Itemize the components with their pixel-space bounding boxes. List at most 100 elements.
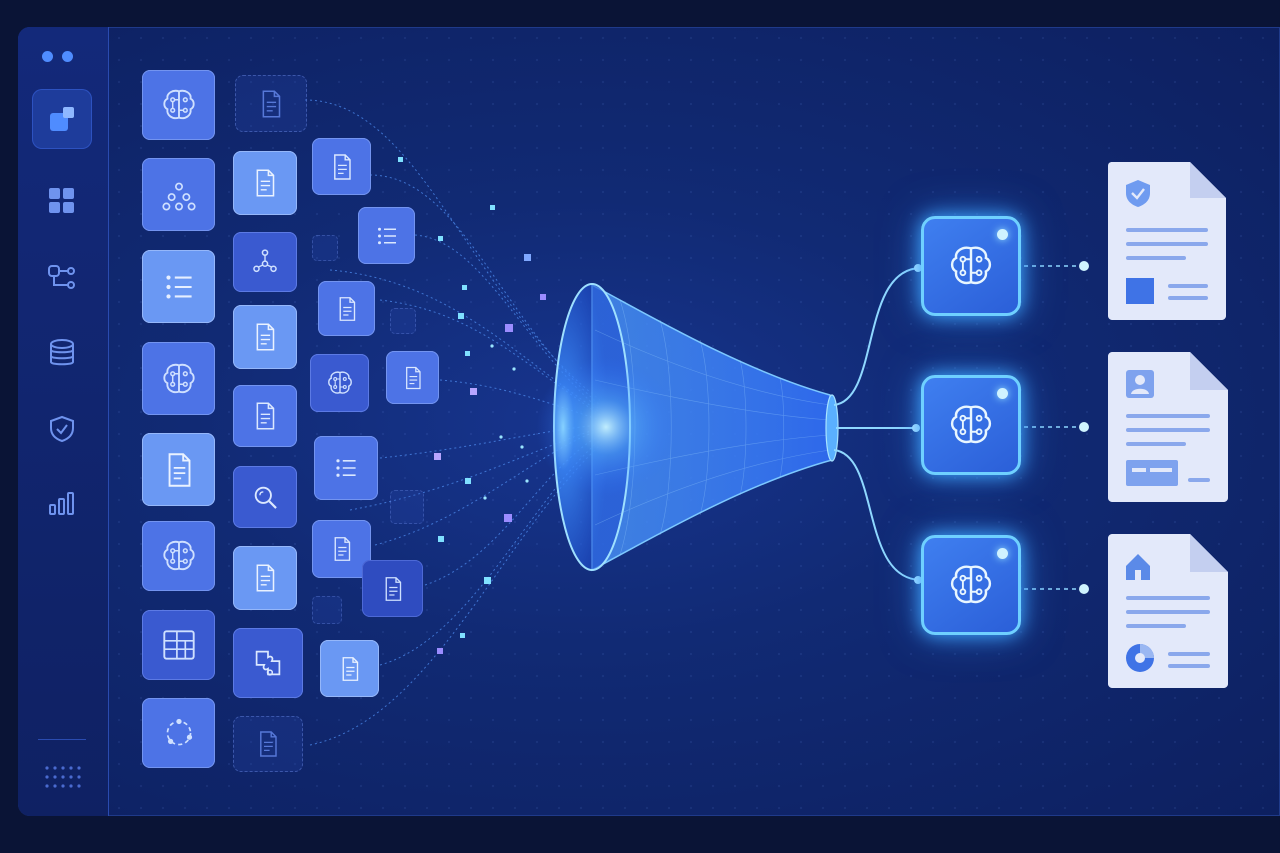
status-led	[997, 548, 1008, 559]
input-tile-cycle[interactable]	[142, 698, 215, 768]
input-tile-puzzle[interactable]	[233, 628, 303, 698]
document-icon	[248, 399, 282, 433]
document-icon	[248, 561, 282, 595]
input-tile-brain[interactable]	[142, 342, 215, 415]
molecule-icon	[248, 245, 282, 279]
list-icon	[372, 221, 402, 251]
window-dot-2[interactable]	[62, 51, 73, 62]
input-tile-brain[interactable]	[310, 354, 369, 412]
sidebar-item-dashboard[interactable]	[32, 171, 92, 231]
brain-icon	[158, 358, 200, 400]
model-connectors	[833, 267, 921, 581]
sidebar	[18, 27, 109, 816]
input-tile-document[interactable]	[318, 281, 375, 336]
document-icon	[248, 320, 282, 354]
search-icon	[248, 480, 282, 514]
output-dot	[1079, 261, 1089, 271]
data-packets	[398, 157, 546, 654]
input-tile-document[interactable]	[233, 546, 297, 610]
cube-stack-icon	[50, 107, 74, 131]
ai-model-node-2[interactable]	[921, 375, 1021, 475]
report-chart-block	[1126, 278, 1154, 304]
input-tile-document[interactable]	[362, 560, 423, 617]
secure-report-document[interactable]	[1108, 160, 1228, 320]
sidebar-item-database[interactable]	[32, 323, 92, 383]
document-icon	[326, 151, 358, 183]
puzzle-icon	[249, 644, 287, 682]
document-icon	[332, 294, 362, 324]
input-tile-doc-search[interactable]	[386, 351, 439, 404]
ai-model-node-3[interactable]	[921, 535, 1021, 635]
input-tile-document[interactable]	[233, 305, 297, 369]
output-dot	[1079, 422, 1089, 432]
output-dot	[1079, 584, 1089, 594]
molecule-icon	[158, 174, 200, 216]
brain-icon	[158, 84, 200, 126]
document-icon	[252, 728, 284, 760]
brain-circuit-icon	[944, 558, 998, 612]
input-tile-brain[interactable]	[142, 521, 215, 591]
dots-grid-icon[interactable]	[44, 765, 82, 789]
status-led	[997, 388, 1008, 399]
input-tile-document[interactable]	[142, 433, 215, 506]
sidebar-item-security[interactable]	[32, 399, 92, 459]
ai-model-node-1[interactable]	[921, 216, 1021, 316]
profile-document[interactable]	[1108, 352, 1228, 502]
sidebar-divider	[38, 739, 86, 740]
grid-icon	[49, 188, 74, 213]
input-tile-list[interactable]	[314, 436, 378, 500]
sidebar-item-cubes[interactable]	[32, 89, 92, 149]
document-icon	[378, 574, 408, 604]
input-tile-placeholder	[233, 716, 303, 772]
input-tile-placeholder	[312, 235, 338, 261]
funnel-icon	[536, 283, 839, 572]
input-tile-placeholder	[390, 308, 416, 334]
input-tile-molecule[interactable]	[142, 158, 215, 231]
input-tile-placeholder	[235, 75, 307, 132]
brain-icon	[324, 367, 356, 399]
input-tile-list[interactable]	[358, 207, 415, 264]
window-dot-1[interactable]	[42, 51, 53, 62]
input-tile-table[interactable]	[142, 610, 215, 680]
input-tile-doc-shield[interactable]	[312, 138, 371, 195]
shield-check-icon	[1126, 180, 1150, 207]
input-tile-molecule[interactable]	[233, 232, 297, 292]
brain-circuit-icon	[944, 239, 998, 293]
sidebar-item-analytics[interactable]	[32, 473, 92, 533]
shield-icon	[50, 415, 74, 443]
home-icon	[1126, 554, 1150, 580]
sidebar-item-workflow[interactable]	[32, 247, 92, 307]
property-report-document[interactable]	[1108, 534, 1228, 688]
document-icon	[335, 654, 365, 684]
document-icon	[158, 449, 200, 491]
brain-circuit-icon	[944, 398, 998, 452]
connector-dot	[912, 424, 920, 432]
list-icon	[330, 452, 362, 484]
document-icon	[327, 534, 357, 564]
status-led	[997, 229, 1008, 240]
document-icon	[399, 364, 427, 392]
document-icon	[254, 87, 288, 121]
input-tile-document[interactable]	[233, 151, 297, 215]
list-icon	[158, 266, 200, 308]
connector-dot	[914, 264, 922, 272]
input-tile-placeholder	[390, 490, 424, 524]
output-connectors	[1024, 265, 1082, 590]
connector-dot	[914, 576, 922, 584]
document-icon	[248, 166, 282, 200]
input-tile-doc-search[interactable]	[320, 640, 379, 697]
input-tile-search[interactable]	[233, 466, 297, 528]
workflow-icon	[48, 265, 75, 289]
input-tile-brain[interactable]	[142, 70, 215, 140]
input-tile-placeholder	[312, 596, 342, 624]
brain-icon	[158, 535, 200, 577]
cycle-icon	[158, 712, 200, 754]
table-icon	[158, 624, 200, 666]
input-tile-list[interactable]	[142, 250, 215, 323]
database-icon	[50, 339, 74, 366]
pie-chart-icon	[1126, 644, 1154, 672]
input-tile-form[interactable]	[233, 385, 297, 447]
profile-icon	[1126, 370, 1154, 398]
input-tile-document[interactable]	[312, 520, 371, 578]
